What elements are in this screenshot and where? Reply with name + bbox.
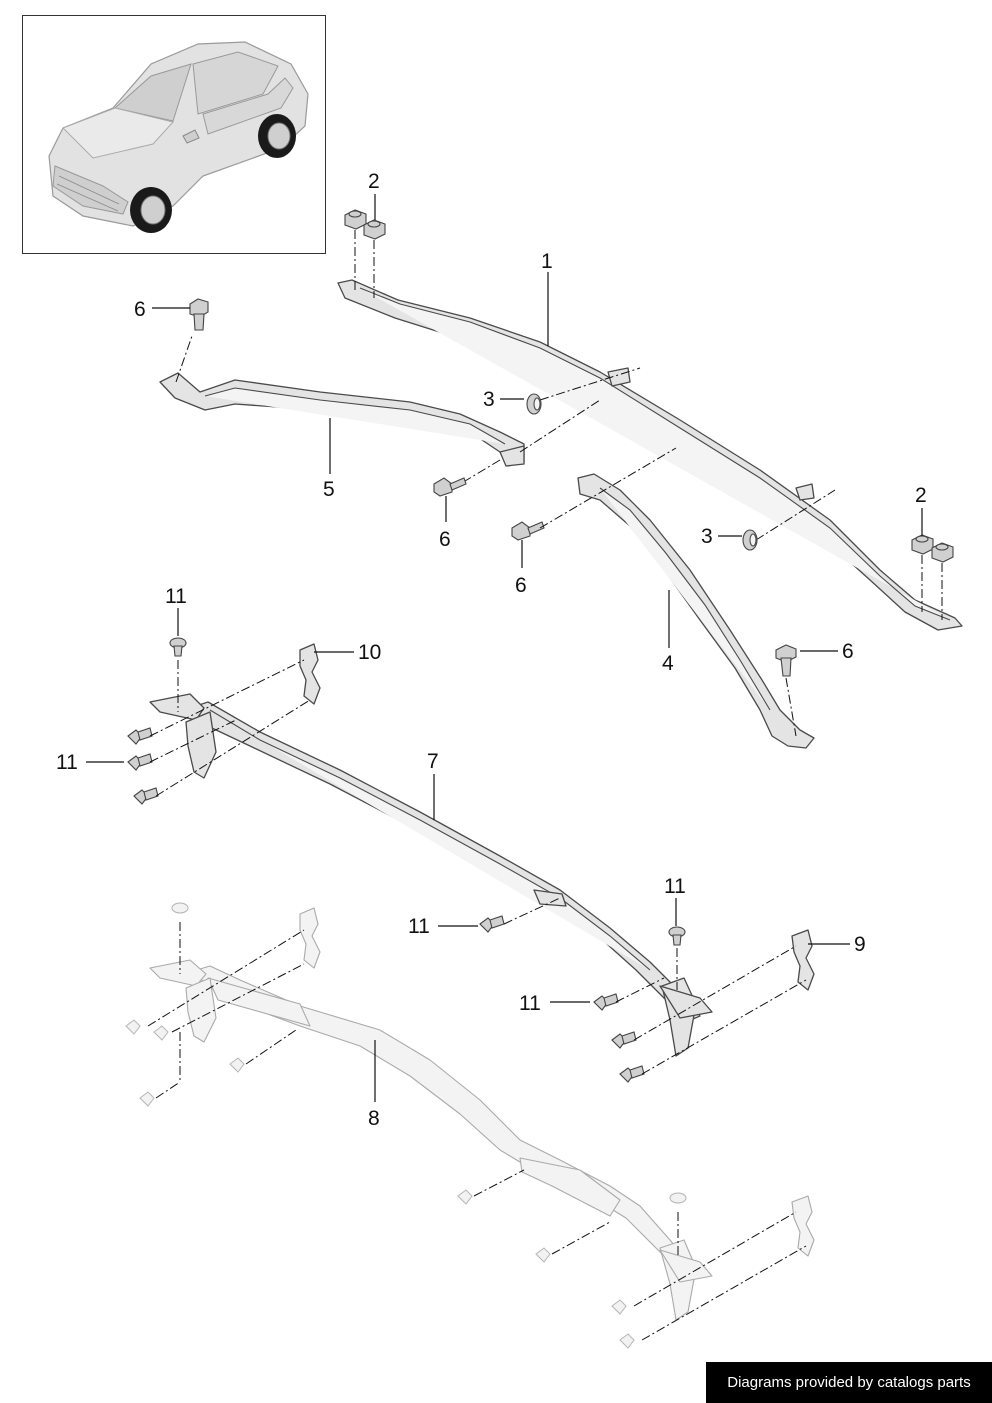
svg-text:3: 3 xyxy=(483,388,495,411)
svg-text:3: 3 xyxy=(701,525,713,548)
svg-text:6: 6 xyxy=(515,574,527,597)
bolt-6-lower-left xyxy=(511,521,545,541)
part-8-crossmember xyxy=(149,907,815,1321)
part-8-fasteners xyxy=(125,902,687,1349)
svg-text:10: 10 xyxy=(358,641,381,664)
callout-6-center: 6 xyxy=(439,496,451,551)
bolt-6-top xyxy=(189,298,209,331)
svg-text:11: 11 xyxy=(56,751,78,774)
clip-11-top-left xyxy=(169,637,187,657)
callout-10: 10 xyxy=(314,641,381,664)
bolt-6-center xyxy=(433,477,467,497)
svg-text:11: 11 xyxy=(664,875,686,898)
screw-11-left-2 xyxy=(127,753,153,771)
nut-2-top-right xyxy=(363,219,386,240)
callout-1: 1 xyxy=(541,250,553,346)
callout-2-top: 2 xyxy=(368,170,380,220)
callout-3-lower: 3 xyxy=(701,525,742,548)
callout-11-center: 11 xyxy=(408,915,478,938)
callout-11-top: 11 xyxy=(165,585,187,636)
vehicle-image xyxy=(48,41,309,233)
callout-11-right-top: 11 xyxy=(664,875,686,926)
part-7-crossmember xyxy=(149,693,713,1057)
callout-6-lower-left: 6 xyxy=(515,540,527,597)
callout-6-top: 6 xyxy=(134,298,190,321)
svg-text:4: 4 xyxy=(662,652,674,675)
screw-11-right-1 xyxy=(593,993,619,1011)
svg-text:8: 8 xyxy=(368,1107,380,1130)
svg-text:2: 2 xyxy=(368,170,380,193)
spacer-3-lower xyxy=(742,529,758,551)
screw-11-left-1 xyxy=(127,727,153,745)
callout-9: 9 xyxy=(808,933,866,956)
part-4-brace xyxy=(577,473,815,749)
nut-2-top-left xyxy=(344,209,367,230)
svg-text:5: 5 xyxy=(323,478,335,501)
screw-11-right-3 xyxy=(619,1065,645,1083)
credit-banner: Diagrams provided by catalogs parts xyxy=(706,1362,992,1403)
callout-2-right: 2 xyxy=(915,484,927,536)
svg-text:7: 7 xyxy=(427,750,439,773)
svg-text:11: 11 xyxy=(165,585,187,608)
svg-text:6: 6 xyxy=(134,298,146,321)
callout-11-left: 11 xyxy=(56,751,124,774)
svg-text:9: 9 xyxy=(854,933,866,956)
callout-8: 8 xyxy=(368,1040,380,1130)
callout-3-upper: 3 xyxy=(483,388,524,411)
part-5-brace xyxy=(159,372,525,467)
svg-text:6: 6 xyxy=(439,528,451,551)
callout-11-right: 11 xyxy=(519,992,590,1015)
clip-11-right-top xyxy=(668,926,686,946)
callout-4: 4 xyxy=(662,590,674,675)
screw-11-right-2 xyxy=(611,1031,637,1049)
bolt-6-lower-right xyxy=(775,644,797,677)
callout-7: 7 xyxy=(427,750,439,820)
svg-text:6: 6 xyxy=(842,640,854,663)
part-10-clip xyxy=(299,643,321,705)
svg-text:11: 11 xyxy=(519,992,541,1015)
callout-5: 5 xyxy=(323,418,335,501)
svg-text:2: 2 xyxy=(915,484,927,507)
svg-text:11: 11 xyxy=(408,915,430,938)
nut-2-right-a xyxy=(911,534,934,555)
vehicle-thumbnail xyxy=(22,15,326,254)
svg-text:1: 1 xyxy=(541,250,553,273)
part-1-rail xyxy=(337,279,963,631)
screw-11-center xyxy=(479,915,505,933)
callout-6-lower-right: 6 xyxy=(800,640,854,663)
nut-2-right-b xyxy=(931,542,954,563)
spacer-3-upper xyxy=(526,393,542,415)
screw-11-left-3 xyxy=(133,787,159,805)
part-9-clip xyxy=(791,929,815,991)
